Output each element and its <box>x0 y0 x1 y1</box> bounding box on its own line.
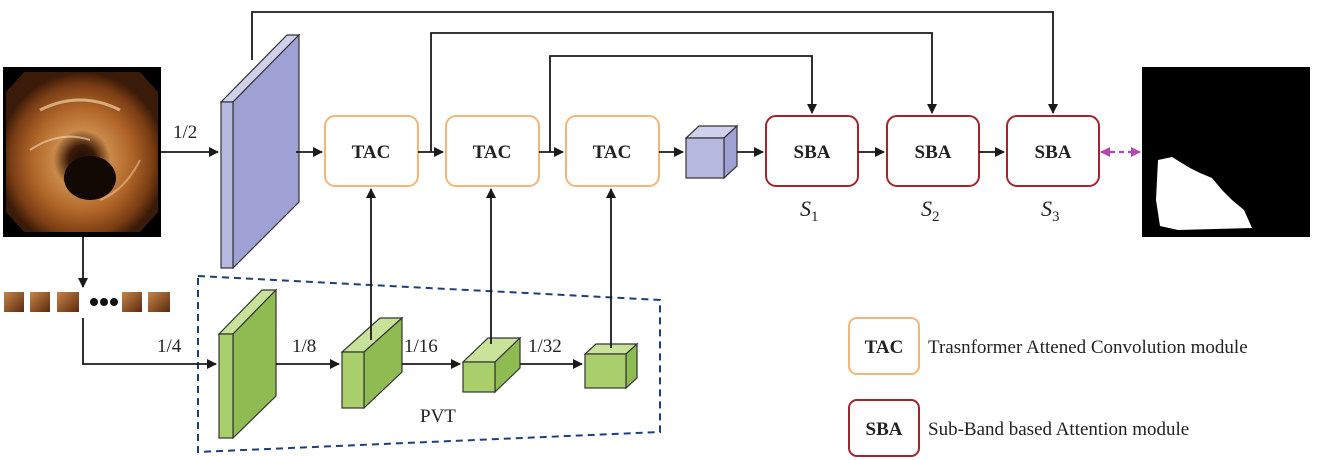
legend-tac: TAC Trasnformer Attened Convolution modu… <box>848 317 1248 375</box>
svg-text:TAC: TAC <box>865 337 904 358</box>
input-image <box>3 67 161 237</box>
svg-text:TAC: TAC <box>352 142 391 163</box>
output-mask <box>1142 67 1310 237</box>
connector-arrows <box>78 11 1058 369</box>
svg-text:Sub-Band based Attention modul: Sub-Band based Attention module <box>928 419 1189 440</box>
pvt-label: PVT <box>420 406 456 427</box>
svg-text:SBA: SBA <box>1035 142 1072 163</box>
pvt-stage-4 <box>583 342 639 390</box>
stride-label-1-32: 1/32 <box>528 336 562 357</box>
svg-text:Trasnformer Attened Convolutio: Trasnformer Attened Convolution module <box>928 337 1248 358</box>
stride-label-1-16: 1/16 <box>404 336 438 357</box>
svg-text:SBA: SBA <box>866 419 903 440</box>
output-label-s1: S1 <box>800 196 819 225</box>
tac-module-1: TAC <box>324 115 419 187</box>
feature-map-slab <box>219 33 301 270</box>
legend-sba: SBA Sub-Band based Attention module <box>848 399 1189 457</box>
stride-label-1-8: 1/8 <box>292 336 316 357</box>
stride-label-1-4: 1/4 <box>157 336 182 357</box>
sba-module-3: SBA <box>1006 115 1100 187</box>
pvt-encoder-region <box>197 274 661 454</box>
pvt-stage-1 <box>217 288 278 440</box>
tac-module-3: TAC <box>565 115 660 187</box>
image-patches <box>4 292 170 312</box>
tac-module-2: TAC <box>445 115 540 187</box>
svg-text:SBA: SBA <box>794 142 831 163</box>
svg-text:TAC: TAC <box>593 142 632 163</box>
pvt-stage-2 <box>340 316 404 410</box>
feature-cube <box>684 124 739 180</box>
sba-module-1: SBA <box>765 115 859 187</box>
svg-text:TAC: TAC <box>473 142 512 163</box>
output-label-s2: S2 <box>921 196 940 225</box>
svg-text:SBA: SBA <box>915 142 952 163</box>
output-label-s3: S3 <box>1041 196 1060 225</box>
pvt-stage-3 <box>461 336 522 394</box>
stride-label-1-2: 1/2 <box>173 122 197 143</box>
sba-module-2: SBA <box>886 115 980 187</box>
